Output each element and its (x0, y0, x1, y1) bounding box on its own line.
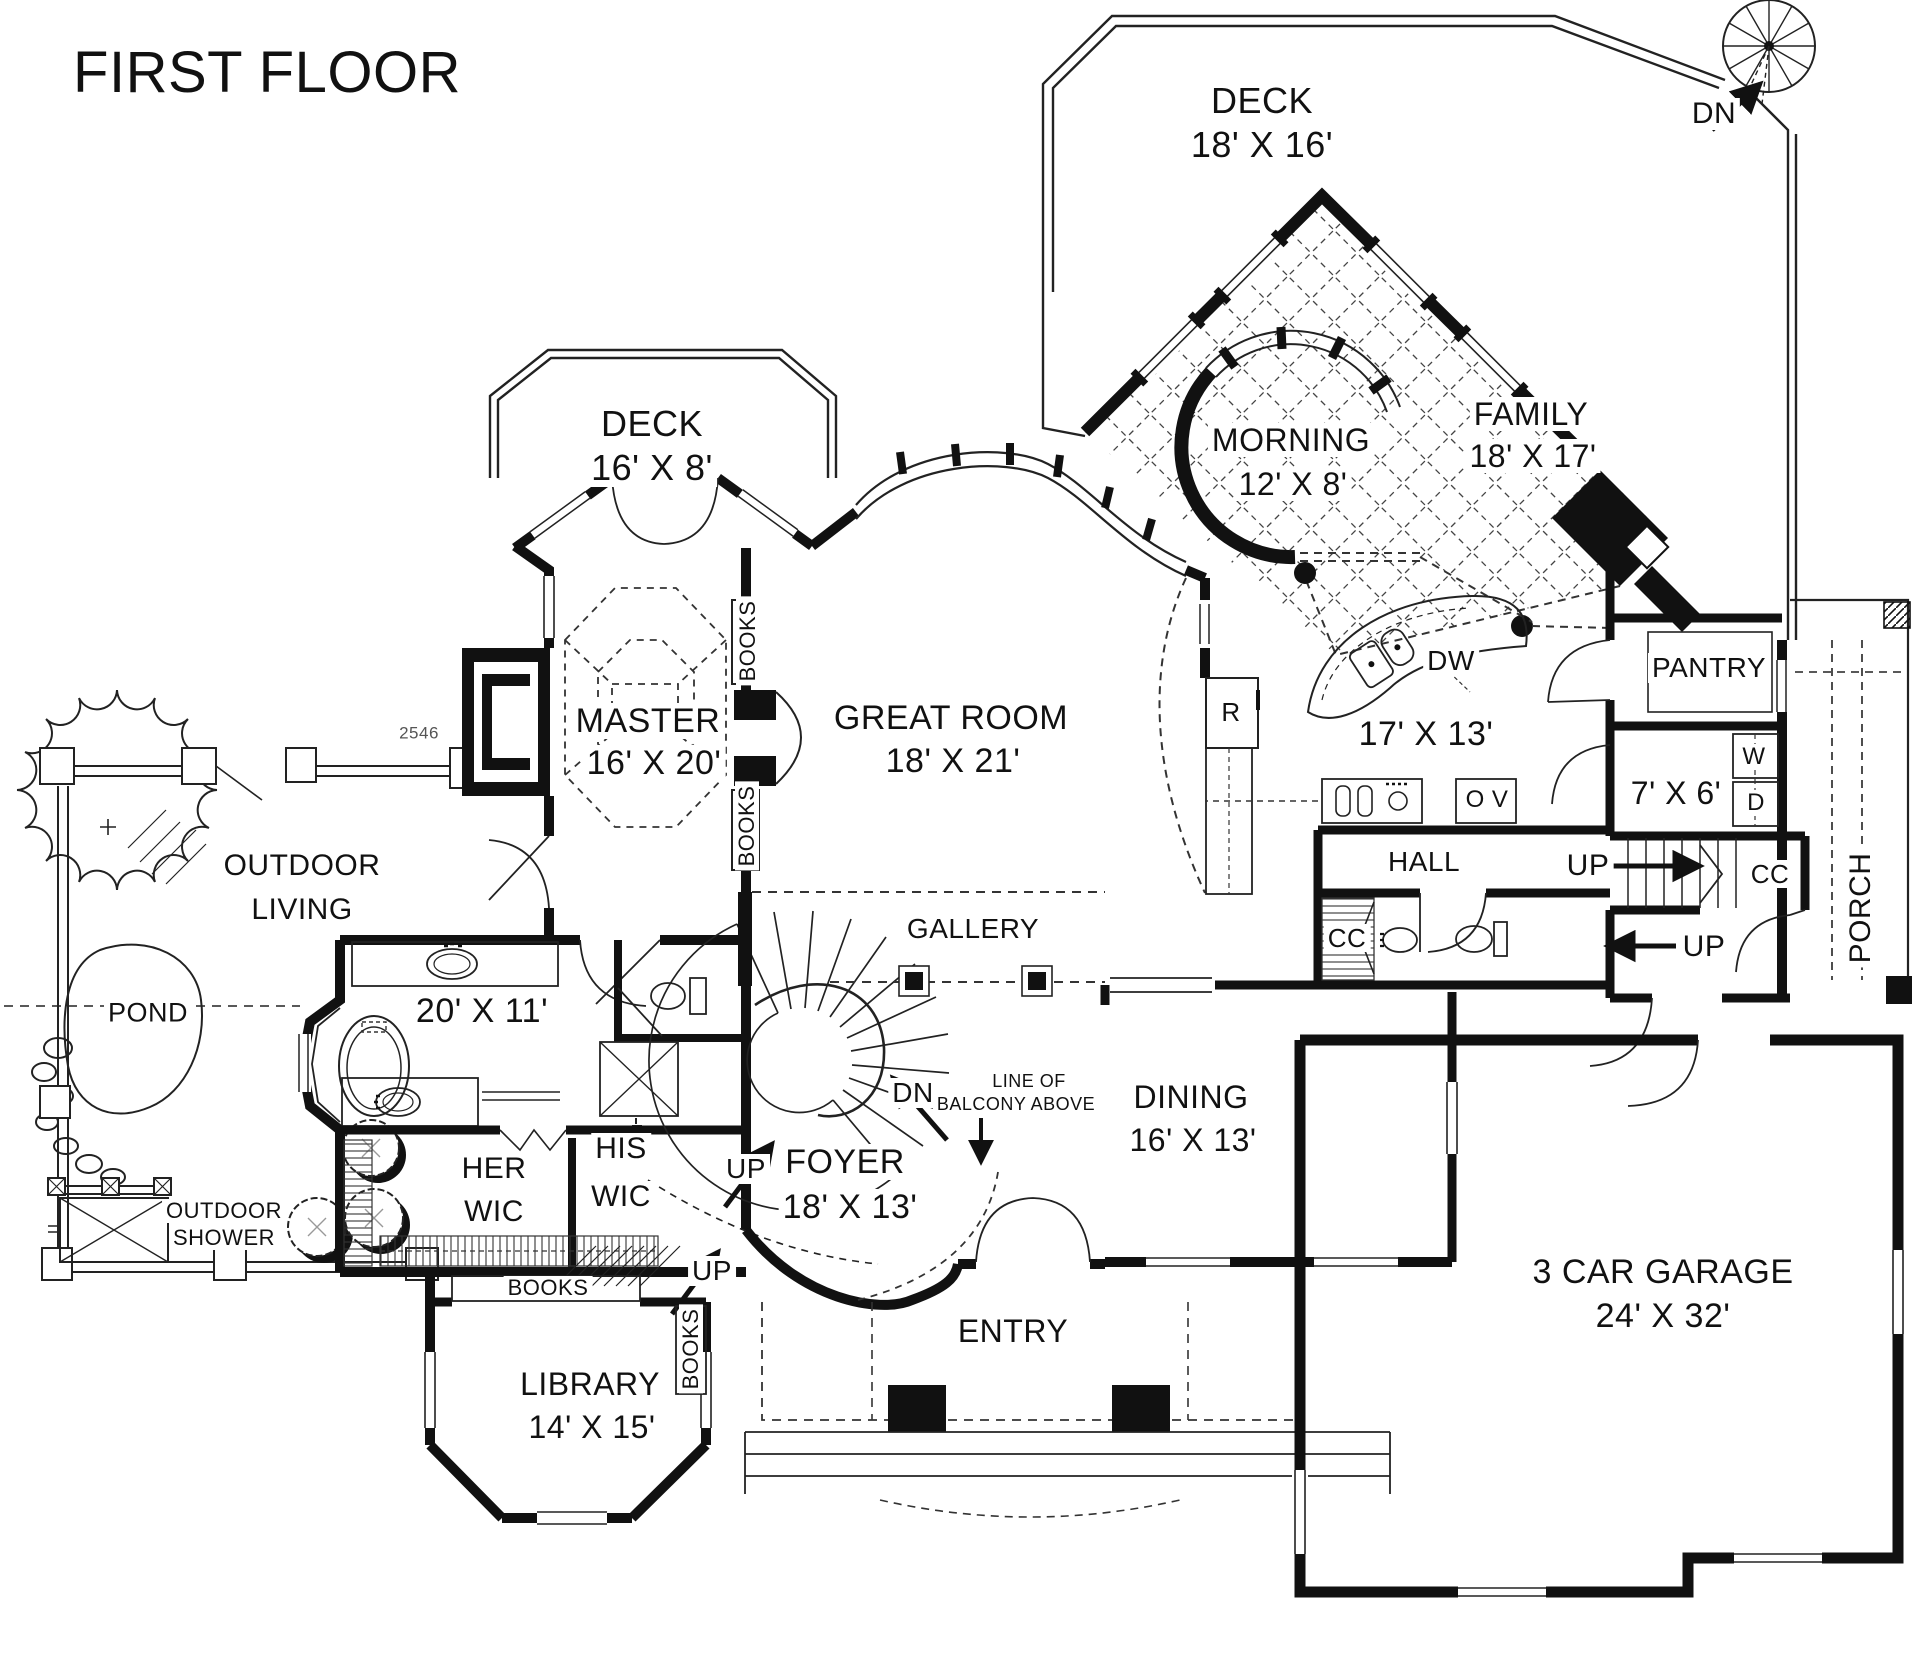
room-entry: ENTRY (953, 1314, 1073, 1348)
stair-up-corridor-label: UP (1678, 931, 1730, 963)
hall-bath (1313, 825, 1610, 990)
appliance-oven: O V (1461, 787, 1513, 813)
room-pantry: PANTRY (1648, 653, 1770, 683)
room-deck-master-dims: 16' X 8' (587, 449, 717, 487)
deck-rear (1041, 14, 1798, 640)
appliance-dryer: D (1743, 790, 1769, 816)
master-fireplace (462, 648, 550, 796)
outdoor-shower (47, 1177, 172, 1263)
room-bath-dims: 20' X 11' (411, 993, 553, 1029)
room-foyer: FOYER (781, 1144, 909, 1180)
room-laundry-dims: 7' X 6' (1626, 776, 1726, 810)
porch-right (1790, 598, 1912, 1004)
room-her-wic-line1: HER (457, 1153, 531, 1185)
room-master-dims: 16' X 20' (582, 745, 726, 781)
plan-title: FIRST FLOOR (69, 43, 465, 103)
room-his-wic-line1: HIS (591, 1133, 651, 1165)
room-hall: HALL (1383, 847, 1465, 877)
wic-closets (340, 1125, 746, 1277)
stair-dn-main-label: DN (888, 1078, 938, 1108)
room-outdoor-living-line1: OUTDOOR (219, 850, 385, 882)
room-foyer-dims: 18' X 13' (778, 1189, 922, 1225)
room-his-wic-line2: WIC (587, 1181, 655, 1213)
note-outdoor-shower-line1: OUTDOOR (162, 1199, 286, 1223)
room-family-dims: 18' X 17' (1465, 439, 1601, 473)
appliance-washer: W (1738, 744, 1770, 770)
cooktop-counter (1205, 778, 1423, 824)
great-room-fireplace (734, 690, 802, 786)
closet-cc-stairs: CC (1746, 860, 1794, 888)
tree (16, 689, 218, 891)
morning-bay (1174, 326, 1611, 629)
room-gallery: GALLERY (902, 914, 1044, 944)
room-dining-dims: 16' X 13' (1125, 1123, 1261, 1157)
powder-sink (1380, 927, 1418, 953)
dining (1100, 977, 1460, 1270)
feature-pond: POND (103, 998, 193, 1028)
room-morning-dims: 12' X 8' (1234, 467, 1352, 501)
plan-number: 2546 (395, 723, 443, 743)
bookcase-great-lower: BOOKS (734, 781, 759, 871)
gallery (738, 891, 1105, 1301)
bookcase-library: BOOKS (678, 1304, 703, 1394)
room-morning: MORNING (1207, 423, 1375, 457)
master-suite (340, 473, 815, 1007)
gallery-column (1021, 965, 1053, 997)
bookcase-wic: BOOKS (503, 1276, 593, 1300)
closet-cc-hall: CC (1323, 924, 1371, 952)
room-kitchen-dims: 17' X 13' (1354, 716, 1498, 752)
room-her-wic-line2: WIC (460, 1196, 528, 1228)
room-deck-rear-dims: 18' X 16' (1186, 126, 1338, 164)
gallery-column (898, 965, 930, 997)
stair-up-spiral-a-label: UP (722, 1154, 770, 1184)
vanity-top (351, 941, 559, 987)
oven (1455, 778, 1517, 824)
room-great-dims: 18' X 21' (881, 743, 1025, 779)
room-great: GREAT ROOM (829, 700, 1073, 736)
stair-up-right-label: UP (1562, 850, 1614, 882)
master-deck (488, 348, 838, 478)
vanity-lower (341, 1077, 560, 1127)
balcony-line (857, 1171, 999, 1301)
pantry-laundry (1547, 560, 1789, 998)
room-outdoor-living-line2: LIVING (247, 894, 357, 926)
note-balcony-above: BALCONY ABOVE (932, 1094, 1100, 1114)
bathtub (338, 1015, 410, 1117)
room-master: MASTER (571, 703, 725, 739)
entry-steps (744, 1302, 1391, 1518)
foyer-front (742, 1197, 1105, 1310)
note-outdoor-shower-line2: SHOWER (169, 1226, 279, 1250)
stair-up-spiral-b-label: UP (688, 1256, 736, 1286)
stair-dn-deck-label: DN (1687, 98, 1741, 130)
room-deck-master: DECK (596, 405, 708, 443)
appliance-fridge: R (1217, 698, 1245, 726)
note-line-of: LINE OF (988, 1071, 1070, 1091)
island-sink (1348, 628, 1415, 689)
room-garage-dims: 24' X 32' (1591, 1298, 1735, 1334)
appliance-dw: DW (1423, 646, 1479, 676)
garage (1292, 1034, 1906, 1600)
site-features (4, 689, 487, 1281)
room-library-dims: 14' X 15' (524, 1410, 660, 1444)
rear-stairs (1589, 831, 1810, 1067)
great-room-bay-window (855, 451, 1187, 564)
room-garage: 3 CAR GARAGE (1528, 1254, 1798, 1290)
powder-toilet (1455, 921, 1508, 957)
great-room (731, 443, 1207, 895)
room-dining: DINING (1129, 1080, 1253, 1114)
shower (599, 1041, 679, 1127)
room-deck-rear: DECK (1206, 82, 1318, 120)
room-family: FAMILY (1469, 397, 1593, 431)
bookcase-great-upper: BOOKS (735, 596, 760, 686)
room-library: LIBRARY (516, 1367, 664, 1401)
toilet-master (650, 977, 707, 1015)
room-porch: PORCH (1844, 848, 1877, 968)
